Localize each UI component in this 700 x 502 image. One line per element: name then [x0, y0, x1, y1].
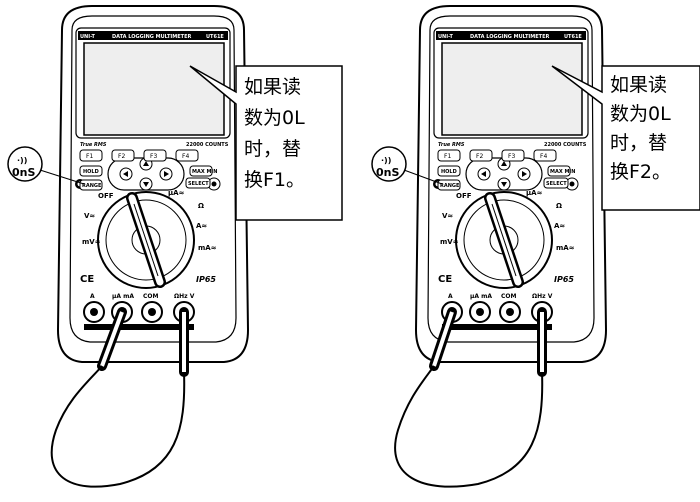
- ons-label: 0nS: [12, 166, 35, 179]
- callout-line-4: 换F2。: [610, 161, 671, 183]
- counts-label: 22000 COUNTS: [186, 142, 229, 148]
- speaker-icon: ·)): [381, 156, 391, 165]
- jack-a-label: A: [90, 293, 95, 300]
- f2-key-label: F2: [476, 153, 483, 160]
- model-banner: DATA LOGGING MULTIMETER: [112, 34, 192, 40]
- brand-label: UNI-T: [80, 34, 95, 40]
- callout-line-1: 如果读: [244, 76, 301, 98]
- ons-indicator-left: ·)) 0nS: [7, 146, 85, 185]
- hold-key: [437, 165, 461, 177]
- jack-com-label: COM: [143, 293, 159, 300]
- function-keys: F1 F2 F3 F4: [79, 149, 199, 162]
- select-key: [185, 177, 211, 189]
- ip-rating: IP65: [196, 275, 216, 284]
- f2-key-label: F2: [118, 153, 125, 160]
- f3-key-label: F3: [508, 153, 515, 160]
- callout-line-4: 换F1。: [244, 169, 305, 191]
- counts-label: 22000 COUNTS: [544, 142, 587, 148]
- model-number: UT61E: [206, 34, 224, 40]
- callout-box-left: 如果读 数为0L 时，替 换F1。: [189, 65, 343, 221]
- range-key: [437, 179, 461, 191]
- ip-rating: IP65: [554, 275, 574, 284]
- maxmin-key-label: MAX MIN: [550, 169, 575, 175]
- f2-key: [469, 149, 493, 162]
- jack-com-label: COM: [501, 293, 517, 300]
- true-rms-label: True RMS: [80, 142, 107, 148]
- jack-ma-label: µA mA: [470, 293, 492, 300]
- range-key: [79, 179, 103, 191]
- callout-line-2: 数为0L: [610, 103, 671, 125]
- multimeter-left: UNI-T DATA LOGGING MULTIMETER UT61E True…: [7, 6, 343, 488]
- jack-a-label: A: [448, 293, 453, 300]
- hold-key-label: HOLD: [83, 169, 99, 175]
- jack-v-label: ΩHz V: [174, 293, 195, 300]
- select-key-label: SELECT: [546, 181, 567, 187]
- brand-label: UNI-T: [438, 34, 453, 40]
- speaker-icon: ·)): [17, 156, 27, 165]
- ce-mark: CE: [438, 274, 452, 285]
- model-banner: DATA LOGGING MULTIMETER: [470, 34, 550, 40]
- callout-line-3: 时，替: [244, 138, 301, 160]
- f2-key: [111, 149, 135, 162]
- test-probes-right: [394, 307, 547, 488]
- f4-key-label: F4: [540, 153, 547, 160]
- f1-key: [79, 149, 103, 162]
- callout-line-1: 如果读: [610, 74, 667, 96]
- ons-label: 0nS: [376, 166, 399, 179]
- f4-key: [533, 149, 557, 162]
- callout-box-right: 如果读 数为0L 时，替 换F2。: [551, 65, 700, 211]
- callout-line-2: 数为0L: [244, 107, 305, 129]
- function-keys: F1 F2 F3 F4: [437, 149, 557, 162]
- maxmin-key-label: MAX MIN: [192, 169, 217, 175]
- f1-key: [437, 149, 461, 162]
- true-rms-label: True RMS: [438, 142, 465, 148]
- range-key-label: RANGE: [440, 183, 460, 189]
- f1-key-label: F1: [86, 153, 93, 160]
- ons-indicator-right: ·)) 0nS: [371, 146, 443, 185]
- range-key-label: RANGE: [82, 183, 102, 189]
- jack-ma-label: µA mA: [112, 293, 134, 300]
- callout-line-3: 时，替: [610, 132, 667, 154]
- f1-key-label: F1: [444, 153, 451, 160]
- hold-key: [79, 165, 103, 177]
- multimeter-right: UNI-T DATA LOGGING MULTIMETER UT61E True…: [371, 6, 700, 488]
- hold-key-label: HOLD: [441, 169, 457, 175]
- f3-key-label: F3: [150, 153, 157, 160]
- select-key: [543, 177, 569, 189]
- select-key-label: SELECT: [188, 181, 209, 187]
- model-number: UT61E: [564, 34, 582, 40]
- test-probes-left: [50, 307, 189, 488]
- f4-key-label: F4: [182, 153, 189, 160]
- jack-v-label: ΩHz V: [532, 293, 553, 300]
- ce-mark: CE: [80, 274, 94, 285]
- f3-key: [501, 149, 525, 162]
- maxmin-key: [547, 165, 571, 177]
- f3-key: [143, 149, 167, 162]
- maxmin-key: [189, 165, 213, 177]
- f4-key: [175, 149, 199, 162]
